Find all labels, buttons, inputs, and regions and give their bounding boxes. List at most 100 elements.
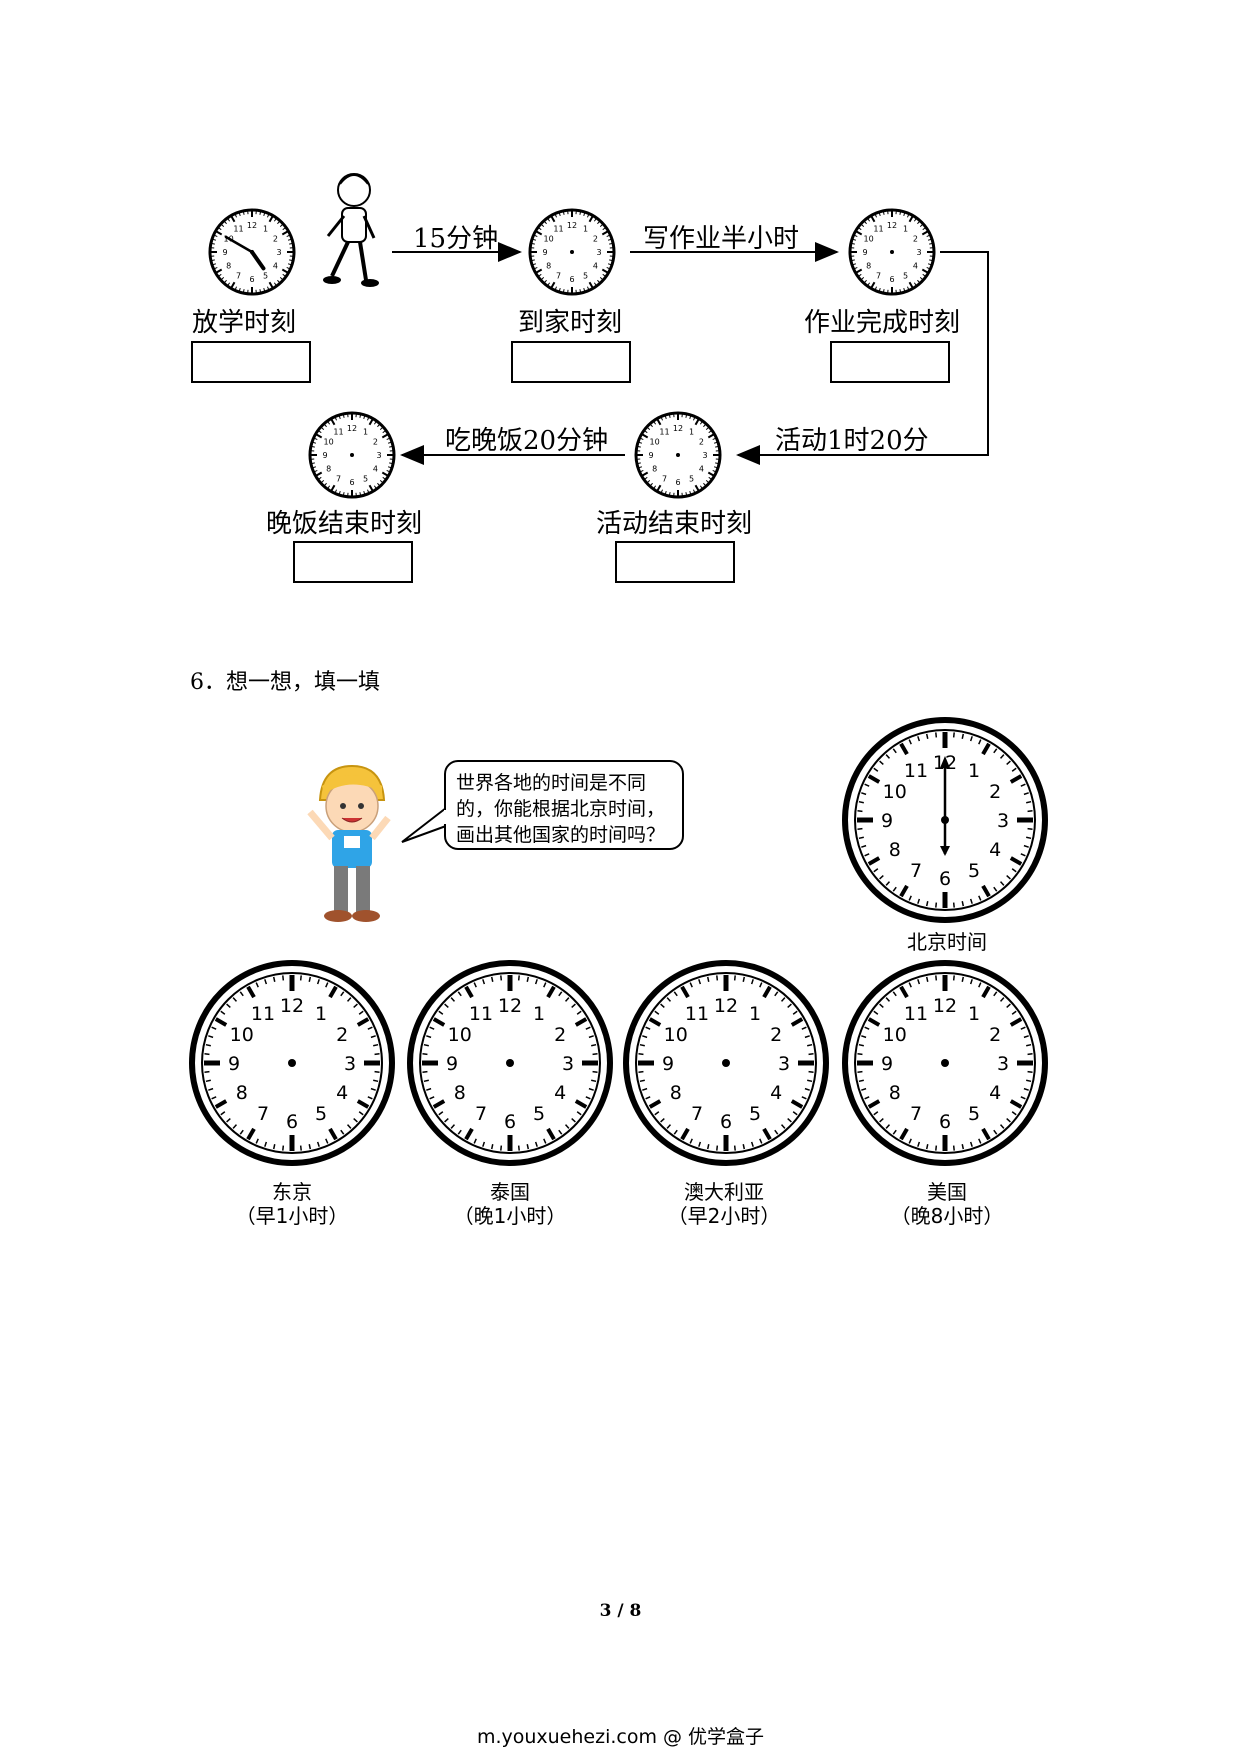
clock-numeral: 4 (336, 1082, 348, 1104)
answer-box-homework-done[interactable] (830, 341, 950, 383)
clock-numeral: 12 (498, 995, 522, 1017)
clock-numeral: 7 (691, 1103, 703, 1125)
clock-numeral: 7 (556, 271, 561, 280)
clock-numeral: 12 (887, 221, 897, 230)
clock-numeral: 4 (554, 1082, 566, 1104)
page-number: 3 / 8 (599, 1601, 642, 1621)
minute-hand (224, 235, 254, 254)
clock-numeral: 4 (770, 1082, 782, 1104)
clock-numeral: 8 (236, 1082, 248, 1104)
clock-numeral: 11 (469, 1003, 493, 1025)
city-caption-tokyo: 东京 （早1小时） (222, 1180, 362, 1228)
clock-numeral: 8 (454, 1082, 466, 1104)
arrow-label-15min: 15分钟 (413, 224, 499, 254)
clock-numeral: 10 (650, 438, 660, 447)
label-arrive-home: 到家时刻 (518, 308, 623, 338)
arrow-label-activity: 活动1时20分 (775, 426, 929, 456)
beijing-time-label: 北京时间 (907, 930, 987, 954)
clock-numeral: 8 (652, 465, 657, 474)
city-name: 澳大利亚 (684, 1180, 764, 1204)
clock-numeral: 7 (662, 474, 667, 483)
clock-numeral: 5 (968, 860, 980, 882)
running-boy-icon (323, 173, 379, 287)
clock-numeral: 7 (236, 271, 241, 280)
label-homework-done: 作业完成时刻 (804, 308, 961, 338)
hour-hand (250, 250, 266, 271)
clock-numeral: 6 (675, 478, 680, 487)
clock-numeral: 9 (222, 248, 227, 257)
clock-numeral: 3 (778, 1053, 790, 1075)
clock-numeral: 10 (883, 781, 907, 803)
clock-numeral: 6 (939, 1111, 951, 1133)
clock-numeral: 5 (533, 1103, 545, 1125)
answer-box-dinner-end[interactable] (293, 541, 413, 583)
clock-numeral: 1 (263, 225, 268, 234)
clock-numeral: 2 (770, 1024, 782, 1046)
clock-numeral: 4 (373, 465, 378, 474)
clock-numeral: 9 (648, 451, 653, 460)
clock-numeral: 6 (569, 275, 574, 284)
clock-numeral: 5 (749, 1103, 761, 1125)
clock-numeral: 11 (659, 428, 669, 437)
city-note: （晚1小时） (453, 1204, 567, 1228)
clock-numeral: 11 (251, 1003, 275, 1025)
bubble-line-2: 的，你能根据北京时间， (456, 798, 666, 820)
footer-watermark: m.youxuehezi.com @ 优学盒子 (476, 1726, 765, 1748)
clock-numeral: 10 (324, 438, 334, 447)
clock-numeral: 11 (873, 225, 883, 234)
answer-box-arrive-home[interactable] (511, 341, 631, 383)
clock-numeral: 4 (273, 262, 278, 271)
clock-numeral: 10 (230, 1024, 254, 1046)
clock-numeral: 11 (553, 225, 563, 234)
clock-numeral: 11 (904, 1003, 928, 1025)
clock-numeral: 8 (326, 465, 331, 474)
speech-bubble: 世界各地的时间是不同 的，你能根据北京时间， 画出其他国家的时间吗？ (444, 760, 684, 850)
clock-numeral: 7 (910, 860, 922, 882)
clock-numeral: 10 (864, 235, 874, 244)
clock-numeral: 3 (376, 451, 381, 460)
clock-numeral: 5 (263, 271, 268, 280)
clock-numeral: 12 (347, 424, 357, 433)
clock-numeral: 12 (280, 995, 304, 1017)
clock-numeral: 7 (257, 1103, 269, 1125)
label-school-out: 放学时刻 (192, 308, 297, 338)
clock-numeral: 10 (883, 1024, 907, 1046)
arrow-label-homework: 写作业半小时 (643, 224, 800, 254)
cartoon-boy-icon (307, 764, 391, 922)
answer-box-school-out[interactable] (191, 341, 311, 383)
clock-numeral: 10 (544, 235, 554, 244)
clock-numeral: 6 (720, 1111, 732, 1133)
clock-numeral: 7 (336, 474, 341, 483)
clock-numeral: 9 (862, 248, 867, 257)
clock-numeral: 5 (583, 271, 588, 280)
clock-numeral: 8 (889, 839, 901, 861)
clock-numeral: 1 (689, 428, 694, 437)
clock-numeral: 6 (939, 868, 951, 890)
clock-numeral: 2 (273, 235, 278, 244)
clock-numeral: 1 (968, 760, 980, 782)
clock-numeral: 8 (866, 262, 871, 271)
clock-numeral: 2 (336, 1024, 348, 1046)
clock-numeral: 9 (446, 1053, 458, 1075)
clock-numeral: 12 (673, 424, 683, 433)
clock-numeral: 4 (593, 262, 598, 271)
clock-numeral: 2 (373, 438, 378, 447)
city-caption-thailand: 泰国 （晚1小时） (440, 1180, 580, 1228)
answer-box-activity-end[interactable] (615, 541, 735, 583)
clock-numeral: 5 (689, 474, 694, 483)
clock-numeral: 11 (233, 225, 243, 234)
clock-numeral: 1 (903, 225, 908, 234)
clock-numeral: 3 (916, 248, 921, 257)
clock-numeral: 9 (542, 248, 547, 257)
clock-numeral: 3 (997, 810, 1009, 832)
city-name: 美国 (927, 1180, 967, 1204)
